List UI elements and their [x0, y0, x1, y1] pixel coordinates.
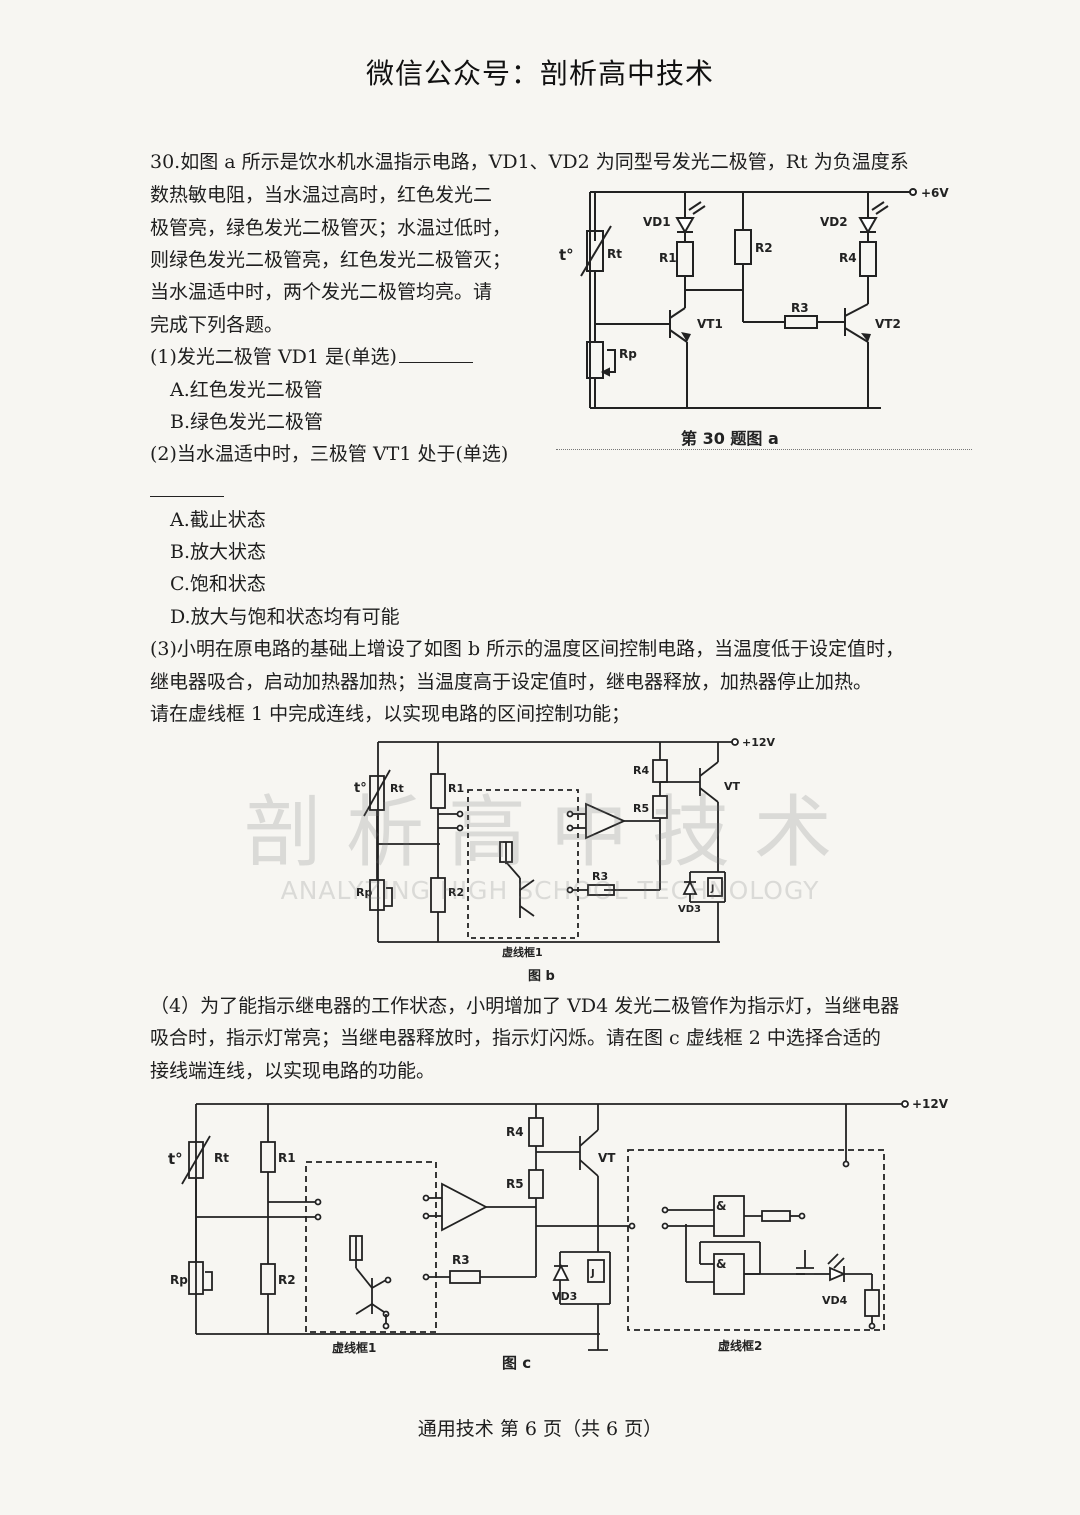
fig-c-r2-label: R2 — [278, 1273, 296, 1287]
fig-c-relay-label: J — [590, 1268, 595, 1279]
figure-a-caption: 第 30 题图 a — [681, 429, 779, 448]
question-intro-line-1: 30.如图 a 所示是饮水机水温指示电路，VD1、VD2 为同型号发光二极管，R… — [150, 151, 909, 173]
q1-stem: (1)发光二极管 VD1 是(单选) — [150, 343, 473, 371]
fig-b-r1-label: R1 — [448, 782, 464, 795]
fig-c-vt-label: VT — [598, 1151, 616, 1165]
fig-b-rp-label: Rp — [356, 886, 372, 899]
question-intro-line-6: 完成下列各题。 — [150, 314, 284, 336]
fig-b-r2-label: R2 — [448, 886, 464, 899]
fig-b-rt-label: Rt — [390, 782, 404, 795]
q1-option-a: A.红色发光二极管 — [170, 379, 323, 401]
page-header: 微信公众号：剖析高中技术 — [365, 57, 714, 90]
fig-c-box2-label: 虚线框2 — [718, 1338, 762, 1353]
fig-c-supply-label: +12V — [912, 1097, 949, 1111]
fig-b-r5-label: R5 — [633, 802, 649, 815]
fig-b-temp-symbol: t° — [354, 781, 367, 796]
fig-a-rp-label: Rp — [619, 347, 637, 361]
q1-option-b: B.绿色发光二极管 — [170, 411, 324, 433]
q2-option-c: C.饱和状态 — [170, 573, 266, 595]
fig-c-r1-label: R1 — [278, 1151, 296, 1165]
fig-c-r3-label: R3 — [452, 1253, 470, 1267]
fig-a-r1-label: R1 — [659, 251, 677, 265]
page-footer: 通用技术 第 6 页（共 6 页） — [417, 1418, 663, 1440]
fig-c-vd4-label: VD4 — [822, 1294, 848, 1307]
fig-a-supply-label: +6V — [921, 186, 949, 200]
fig-a-vd1-label: VD1 — [643, 215, 671, 229]
fig-b-r4-label: R4 — [633, 764, 649, 777]
figure-c-circuit: & & +12V Rt t° R1 R2 Rp R3 R4 R5 VT VD3 … — [168, 1097, 949, 1372]
fig-a-temp-symbol: t° — [559, 246, 574, 264]
fig-a-r3-label: R3 — [791, 301, 809, 315]
q2-option-d: D.放大与饱和状态均有可能 — [170, 606, 400, 628]
fig-c-r5-label: R5 — [506, 1177, 524, 1191]
fig-b-vd3-label: VD3 — [678, 904, 701, 915]
q3-line-3: 请在虚线框 1 中完成连线，以实现电路的区间控制功能； — [150, 703, 631, 725]
q2-option-b: B.放大状态 — [170, 541, 267, 563]
q2-option-a: A.截止状态 — [170, 509, 266, 531]
figure-a-divider — [556, 449, 972, 450]
fig-b-r3-label: R3 — [592, 870, 608, 883]
question-intro-line-2: 数热敏电阻，当水温过高时，红色发光二 — [150, 184, 493, 206]
fig-b-box-label: 虚线框1 — [502, 945, 543, 959]
figure-c-caption: 图 c — [502, 1354, 531, 1372]
question-intro-line-4: 则绿色发光二极管亮，红色发光二极管灭； — [150, 249, 512, 271]
q4-line-2: 吸合时，指示灯常亮；当继电器释放时，指示灯闪烁。请在图 c 虚线框 2 中选择合… — [150, 1027, 881, 1049]
fig-a-rt-label: Rt — [607, 247, 622, 261]
question-intro-line-5: 当水温适中时，两个发光二极管均亮。请 — [150, 281, 493, 303]
q3-line-2: 继电器吸合，启动加热器加热；当温度高于设定值时，继电器释放，加热器停止加热。 — [150, 671, 873, 693]
figure-b-circuit: +12V Rt t° R1 R2 Rp R3 R4 R5 VT VD3 J 虚线… — [354, 736, 776, 984]
q3-line-1: (3)小明在原电路的基础上增设了如图 b 所示的温度区间控制电路，当温度低于设定… — [150, 638, 905, 660]
fig-a-r2-label: R2 — [755, 241, 773, 255]
fig-c-rp-label: Rp — [170, 1273, 188, 1287]
fig-c-temp-symbol: t° — [168, 1150, 183, 1168]
fig-a-vt2-label: VT2 — [875, 317, 901, 331]
fig-c-r4-label: R4 — [506, 1125, 524, 1139]
fig-a-r4-label: R4 — [839, 251, 857, 265]
fig-c-gate-1-symbol: & — [716, 1199, 726, 1213]
q1-answer-blank[interactable] — [398, 344, 473, 363]
fig-b-supply-label: +12V — [742, 736, 776, 749]
fig-c-vd3-label: VD3 — [552, 1290, 577, 1303]
q4-line-1: （4）为了能指示继电器的工作状态，小明增加了 VD4 发光二极管作为指示灯，当继… — [150, 995, 900, 1017]
figure-a-circuit: +6V VD1 VD2 R1 R2 R3 R4 Rt t° Rp VT1 VT2… — [559, 186, 949, 448]
question-intro-line-3: 极管亮，绿色发光二极管灭；水温过低时， — [150, 217, 512, 239]
fig-c-rt-label: Rt — [214, 1151, 229, 1165]
fig-b-vt-label: VT — [724, 780, 741, 793]
q2-stem: (2)当水温适中时，三极管 VT1 处于(单选) — [150, 443, 509, 465]
fig-a-vd2-label: VD2 — [820, 215, 848, 229]
figure-b-caption: 图 b — [528, 969, 555, 984]
fig-b-relay-label: J — [710, 884, 714, 894]
fig-c-gate-2-symbol: & — [716, 1257, 726, 1271]
fig-c-box1-label: 虚线框1 — [332, 1340, 376, 1355]
q2-answer-blank[interactable] — [150, 496, 224, 497]
fig-a-vt1-label: VT1 — [697, 317, 723, 331]
q4-line-3: 接线端连线，以实现电路的功能。 — [150, 1060, 436, 1082]
q1-stem-text: (1)发光二极管 VD1 是(单选) — [150, 346, 397, 368]
